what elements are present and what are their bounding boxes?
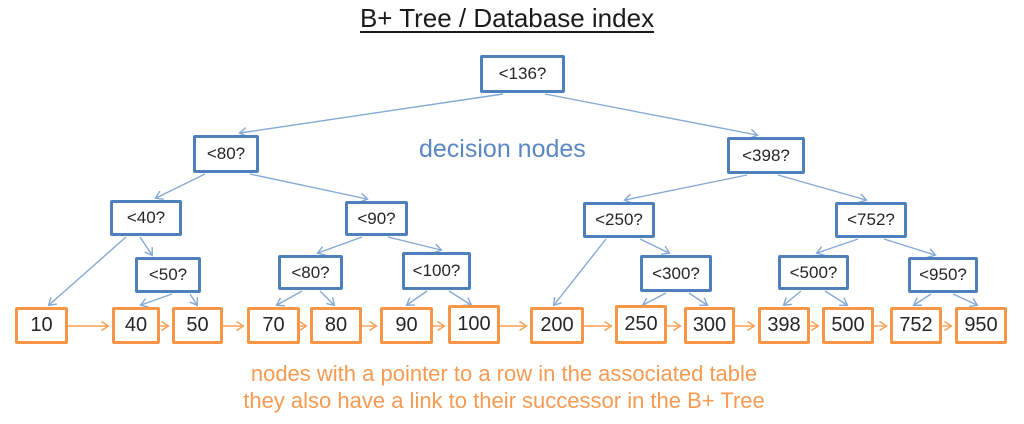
edge-80b-leaf80 xyxy=(319,290,336,307)
leaf-node-10: 10 xyxy=(15,307,68,344)
edge-100-leaf90 xyxy=(405,290,428,307)
edge-40-50 xyxy=(139,236,153,257)
diagram-title: B+ Tree / Database index xyxy=(359,3,655,33)
edge-398-250 xyxy=(623,174,748,204)
decision-node-950: <950? xyxy=(908,257,978,293)
leaf-node-398: 398 xyxy=(758,307,810,344)
edge-752-950 xyxy=(883,238,937,259)
edge-300-leaf300 xyxy=(688,292,709,306)
decision-node-136: <136? xyxy=(480,55,565,93)
edge-90-100 xyxy=(387,236,443,254)
edge-80-90 xyxy=(249,173,369,203)
leaf-description-line1: nodes with a pointer to a row in the ass… xyxy=(250,361,758,386)
decision-nodes-label: decision nodes xyxy=(419,135,586,163)
edge-500-leaf398 xyxy=(782,290,802,307)
decision-node-50: <50? xyxy=(135,257,201,293)
edge-500-leaf500 xyxy=(824,290,849,307)
leaf-node-200: 200 xyxy=(530,307,584,344)
decision-node-500: <500? xyxy=(778,255,849,290)
edge-40-leaf10 xyxy=(47,236,127,307)
edge-250-leaf200 xyxy=(552,238,607,307)
leaf-node-80: 80 xyxy=(310,307,362,344)
edge-root-398 xyxy=(544,93,759,139)
leaf-node-70: 70 xyxy=(247,307,300,344)
decision-node-300: <300? xyxy=(640,255,712,292)
decision-node-100: <100? xyxy=(402,252,471,290)
decision-node-90: <90? xyxy=(345,201,408,236)
leaf-node-90: 90 xyxy=(380,307,433,344)
edge-398-752 xyxy=(777,174,868,204)
leaf-node-40: 40 xyxy=(112,307,160,344)
tree-edges xyxy=(47,93,979,308)
leaf-node-250: 250 xyxy=(615,305,667,344)
decision-node-40: <40? xyxy=(110,200,182,236)
edge-80b-leaf70 xyxy=(275,290,303,307)
decision-node-80: <80? xyxy=(193,135,259,173)
edge-90-80b xyxy=(316,236,363,256)
edge-80-40 xyxy=(154,173,206,200)
leaf-node-300: 300 xyxy=(684,307,735,344)
edge-950-leaf752 xyxy=(912,293,932,306)
edge-100-leaf100 xyxy=(448,290,473,307)
leaf-description-line2: they also have a link to their successor… xyxy=(243,388,765,413)
edge-752-500 xyxy=(815,238,859,256)
leaf-node-950: 950 xyxy=(955,307,1007,344)
leaf-description: nodes with a pointer to a row in the ass… xyxy=(0,360,1008,414)
edge-root-80 xyxy=(238,93,504,138)
decision-node-752: <752? xyxy=(835,202,907,238)
decision-node-398: <398? xyxy=(727,137,805,174)
edge-950-leaf950 xyxy=(952,293,979,308)
edge-300-leaf250 xyxy=(641,292,667,307)
edge-50-leaf50 xyxy=(189,293,199,307)
leaf-node-100: 100 xyxy=(448,305,500,344)
decision-node-250: <250? xyxy=(583,202,655,238)
leaf-node-500: 500 xyxy=(822,307,874,344)
edge-50-leaf40 xyxy=(139,293,173,308)
edge-250-300 xyxy=(639,238,671,255)
decision-node-80b: <80? xyxy=(278,255,343,290)
leaf-node-752: 752 xyxy=(890,307,942,344)
leaf-node-50: 50 xyxy=(172,307,223,344)
